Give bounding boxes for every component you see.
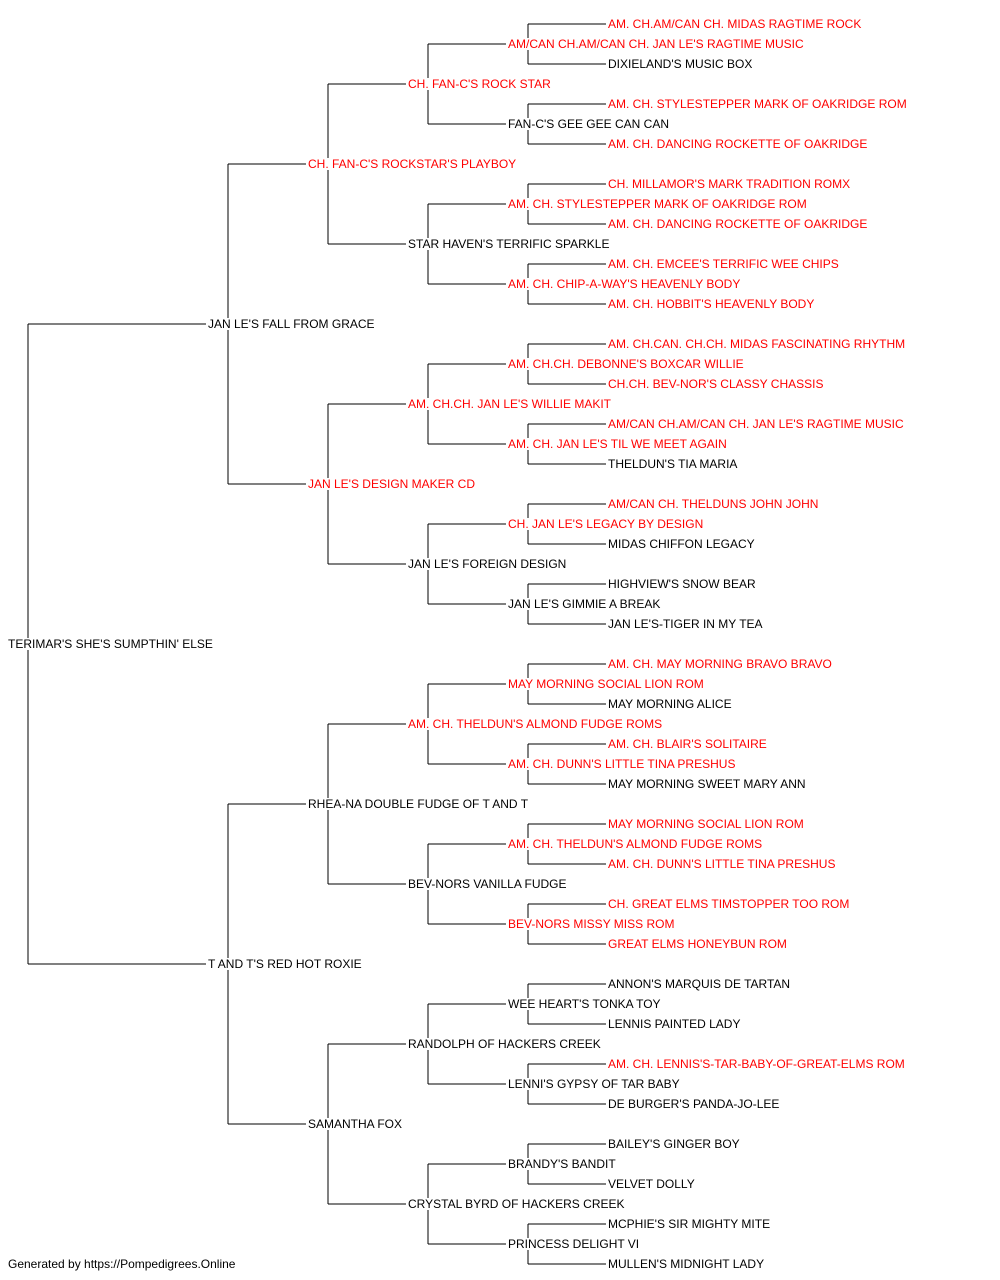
dog-name-sire.sire.sire: CH. FAN-C'S ROCK STAR — [408, 77, 551, 91]
dog-name-sire.sire.sire.dam: FAN-C'S GEE GEE CAN CAN — [508, 117, 669, 131]
dog-name-sire.dam.sire.sire.dam: CH.CH. BEV-NOR'S CLASSY CHASSIS — [608, 377, 823, 391]
dog-name-sire.sire.dam.dam.dam: AM. CH. HOBBIT'S HEAVENLY BODY — [608, 297, 814, 311]
dog-name-sire.dam.sire.dam.dam: THELDUN'S TIA MARIA — [608, 457, 737, 471]
dog-name-dam.sire.sire: AM. CH. THELDUN'S ALMOND FUDGE ROMS — [408, 717, 662, 731]
dog-name-sire.sire: CH. FAN-C'S ROCKSTAR'S PLAYBOY — [308, 157, 516, 171]
dog-name-sire.sire.dam.dam.sire: AM. CH. EMCEE'S TERRIFIC WEE CHIPS — [608, 257, 839, 271]
dog-name-dam.dam.dam.dam.dam: MULLEN'S MIDNIGHT LADY — [608, 1257, 764, 1271]
dog-name-dam.dam.sire.dam.dam: DE BURGER'S PANDA-JO-LEE — [608, 1097, 779, 1111]
dog-name-sire.dam.dam: JAN LE'S FOREIGN DESIGN — [408, 557, 566, 571]
dog-name-dam: T AND T'S RED HOT ROXIE — [208, 957, 362, 971]
dog-name-sire.dam: JAN LE'S DESIGN MAKER CD — [308, 477, 475, 491]
dog-name-sire.dam.dam.dam.sire: HIGHVIEW'S SNOW BEAR — [608, 577, 756, 591]
dog-name-dam.dam.sire.dam.sire: AM. CH. LENNIS'S-TAR-BABY-OF-GREAT-ELMS … — [608, 1057, 905, 1071]
dog-name-sire.dam.dam.dam.dam: JAN LE'S-TIGER IN MY TEA — [608, 617, 763, 631]
dog-name-dam.dam.sire.dam: LENNI'S GYPSY OF TAR BABY — [508, 1077, 680, 1091]
dog-name-dam.dam.dam.sire: BRANDY'S BANDIT — [508, 1157, 616, 1171]
dog-name-dam.sire.sire.sire.sire: AM. CH. MAY MORNING BRAVO BRAVO — [608, 657, 832, 671]
dog-name-sire.sire.sire.sire.dam: DIXIELAND'S MUSIC BOX — [608, 57, 752, 71]
dog-name-dam.sire: RHEA-NA DOUBLE FUDGE OF T AND T — [308, 797, 529, 811]
dog-name-sire.sire.dam.dam: AM. CH. CHIP-A-WAY'S HEAVENLY BODY — [508, 277, 740, 291]
dog-name-sire.sire.dam.sire.dam: AM. CH. DANCING ROCKETTE OF OAKRIDGE — [608, 217, 867, 231]
dog-name-sire.sire.dam.sire: AM. CH. STYLESTEPPER MARK OF OAKRIDGE RO… — [508, 197, 807, 211]
dog-name-sire.dam.dam.sire.dam: MIDAS CHIFFON LEGACY — [608, 537, 755, 551]
dog-name-dam.dam.dam: CRYSTAL BYRD OF HACKERS CREEK — [408, 1197, 625, 1211]
generated-by-footer: Generated by https://Pompedigrees.Online — [8, 1257, 236, 1271]
dog-name-dam.sire.dam.dam.sire: CH. GREAT ELMS TIMSTOPPER TOO ROM — [608, 897, 849, 911]
dog-name-sire.dam.dam.dam: JAN LE'S GIMMIE A BREAK — [508, 597, 660, 611]
dog-name-dam.sire.dam.sire: AM. CH. THELDUN'S ALMOND FUDGE ROMS — [508, 837, 762, 851]
dog-name-dam.sire.sire.sire: MAY MORNING SOCIAL LION ROM — [508, 677, 704, 691]
dog-name-sire.dam.sire.dam: AM. CH. JAN LE'S TIL WE MEET AGAIN — [508, 437, 727, 451]
dog-name-dam.dam.sire: RANDOLPH OF HACKERS CREEK — [408, 1037, 601, 1051]
dog-name-dam.dam.dam.sire.sire: BAILEY'S GINGER BOY — [608, 1137, 740, 1151]
dog-name-dam.dam.sire.sire.dam: LENNIS PAINTED LADY — [608, 1017, 740, 1031]
dog-name-dam.dam.dam.sire.dam: VELVET DOLLY — [608, 1177, 695, 1191]
dog-name-dam.sire.sire.dam: AM. CH. DUNN'S LITTLE TINA PRESHUS — [508, 757, 735, 771]
dog-name-sire.sire.sire.sire: AM/CAN CH.AM/CAN CH. JAN LE'S RAGTIME MU… — [508, 37, 804, 51]
dog-name-dam.sire.dam: BEV-NORS VANILLA FUDGE — [408, 877, 567, 891]
dog-name-dam.sire.sire.sire.dam: MAY MORNING ALICE — [608, 697, 732, 711]
dog-name-subject: TERIMAR'S SHE'S SUMPTHIN' ELSE — [8, 637, 213, 651]
dog-name-sire: JAN LE'S FALL FROM GRACE — [208, 317, 375, 331]
dog-name-dam.dam.dam.dam.sire: MCPHIE'S SIR MIGHTY MITE — [608, 1217, 770, 1231]
dog-name-sire.sire.dam: STAR HAVEN'S TERRIFIC SPARKLE — [408, 237, 609, 251]
dog-name-sire.dam.sire.sire: AM. CH.CH. DEBONNE'S BOXCAR WILLIE — [508, 357, 744, 371]
dog-name-dam.sire.dam.dam: BEV-NORS MISSY MISS ROM — [508, 917, 674, 931]
dog-name-dam.sire.dam.sire.dam: AM. CH. DUNN'S LITTLE TINA PRESHUS — [608, 857, 835, 871]
dog-name-dam.sire.sire.dam.dam: MAY MORNING SWEET MARY ANN — [608, 777, 806, 791]
dog-name-sire.sire.sire.dam.sire: AM. CH. STYLESTEPPER MARK OF OAKRIDGE RO… — [608, 97, 907, 111]
dog-name-sire.sire.sire.sire.sire: AM. CH.AM/CAN CH. MIDAS RAGTIME ROCK — [608, 17, 861, 31]
dog-name-sire.sire.sire.dam.dam: AM. CH. DANCING ROCKETTE OF OAKRIDGE — [608, 137, 867, 151]
dog-name-sire.dam.dam.sire.sire: AM/CAN CH. THELDUNS JOHN JOHN — [608, 497, 818, 511]
dog-name-dam.dam.dam.dam: PRINCESS DELIGHT VI — [508, 1237, 639, 1251]
dog-name-sire.sire.dam.sire.sire: CH. MILLAMOR'S MARK TRADITION ROMX — [608, 177, 850, 191]
dog-name-dam.sire.sire.dam.sire: AM. CH. BLAIR'S SOLITAIRE — [608, 737, 767, 751]
dog-name-dam.sire.dam.dam.dam: GREAT ELMS HONEYBUN ROM — [608, 937, 787, 951]
dog-name-sire.dam.sire.sire.sire: AM. CH.CAN. CH.CH. MIDAS FASCINATING RHY… — [608, 337, 905, 351]
dog-name-dam.dam.sire.sire: WEE HEART'S TONKA TOY — [508, 997, 661, 1011]
dog-name-sire.dam.dam.sire: CH. JAN LE'S LEGACY BY DESIGN — [508, 517, 703, 531]
dog-name-dam.dam: SAMANTHA FOX — [308, 1117, 402, 1131]
dog-name-sire.dam.sire: AM. CH.CH. JAN LE'S WILLIE MAKIT — [408, 397, 612, 411]
dog-name-dam.dam.sire.sire.sire: ANNON'S MARQUIS DE TARTAN — [608, 977, 790, 991]
dog-name-sire.dam.sire.dam.sire: AM/CAN CH.AM/CAN CH. JAN LE'S RAGTIME MU… — [608, 417, 904, 431]
dog-name-dam.sire.dam.sire.sire: MAY MORNING SOCIAL LION ROM — [608, 817, 804, 831]
